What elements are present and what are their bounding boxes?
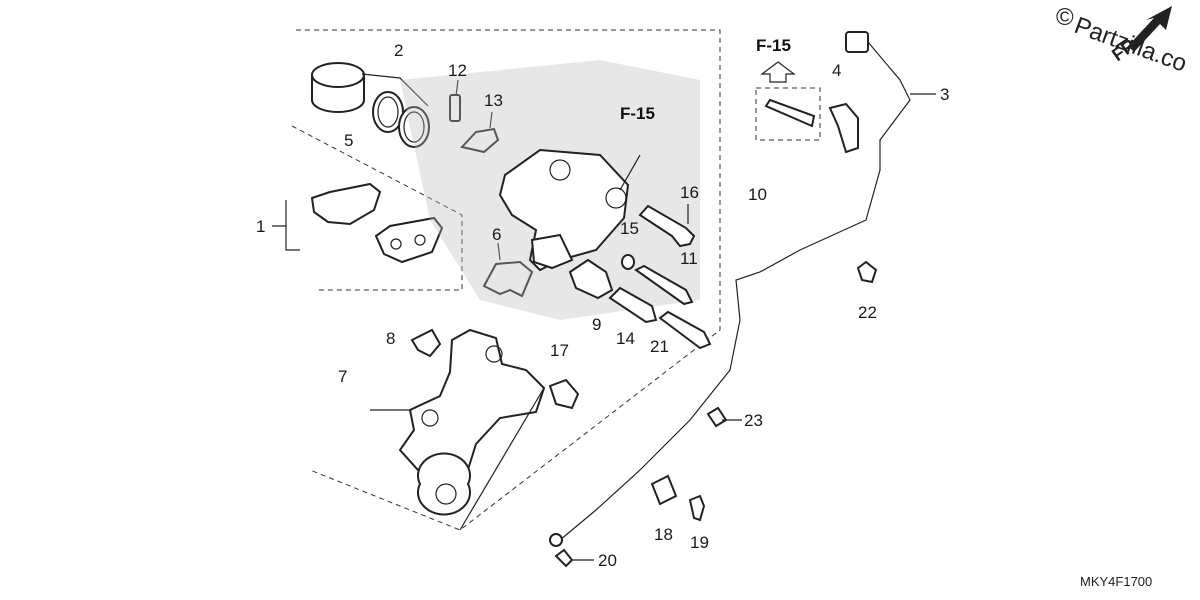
reference-label-f15-upper-left[interactable]: F-15 [620, 104, 655, 123]
small-bolt-part[interactable] [554, 548, 574, 568]
callout-12[interactable]: 12 [448, 61, 467, 80]
callout-15[interactable]: 15 [620, 219, 639, 238]
callout-7[interactable]: 7 [338, 367, 348, 386]
callout-3[interactable]: 3 [940, 85, 950, 104]
bushing-part[interactable] [548, 378, 580, 410]
caliper-pin-part[interactable] [638, 204, 696, 248]
callout-8[interactable]: 8 [386, 329, 396, 348]
callout-5[interactable]: 5 [344, 131, 354, 150]
callout-17[interactable]: 17 [550, 341, 569, 360]
sleeve-part[interactable] [608, 286, 658, 324]
callout-21[interactable]: 21 [650, 337, 669, 356]
callout-9[interactable]: 9 [592, 315, 602, 334]
pad-spring-part[interactable] [482, 260, 534, 298]
callout-19[interactable]: 19 [690, 533, 709, 552]
brake-pads-part[interactable] [310, 182, 444, 264]
arrow-up-icon [760, 61, 796, 83]
callout-11[interactable]: 11 [680, 249, 698, 268]
callout-23[interactable]: 23 [744, 411, 763, 430]
copyright-symbol: © [1056, 4, 1074, 31]
callout-1[interactable]: 1 [256, 217, 266, 236]
boot-part[interactable] [568, 258, 614, 300]
pin-bolt-part[interactable] [634, 264, 694, 306]
callout-20[interactable]: 20 [598, 551, 617, 570]
callout-4[interactable]: 4 [832, 61, 842, 80]
sensor-bracket-part[interactable] [764, 98, 859, 154]
wheel-speed-sensor-part[interactable] [549, 31, 911, 547]
washer-part[interactable] [621, 254, 635, 270]
cable-clip-part[interactable] [706, 406, 728, 428]
callout-13[interactable]: 13 [484, 91, 503, 110]
clamp-part[interactable] [856, 260, 878, 284]
plate-clip-part[interactable] [650, 474, 678, 506]
callout-14[interactable]: 14 [616, 329, 635, 348]
caliper-bracket-part[interactable] [398, 328, 546, 516]
pad-group-boundary [291, 125, 463, 291]
callout-2[interactable]: 2 [394, 41, 404, 60]
screw-part[interactable] [688, 494, 706, 522]
callout-18[interactable]: 18 [654, 525, 673, 544]
diagram-code: MKY4F1700 [1080, 574, 1153, 589]
mounting-bolt-part[interactable] [658, 310, 712, 350]
callout-6[interactable]: 6 [492, 225, 502, 244]
clip-part[interactable] [410, 328, 442, 358]
reference-label-f15-upper-right[interactable]: F-15 [756, 36, 791, 55]
callout-22[interactable]: 22 [858, 303, 877, 322]
callout-16[interactable]: 16 [680, 183, 699, 202]
piston-and-seals-part[interactable] [311, 62, 430, 148]
bleeder-valve-part[interactable] [449, 94, 500, 154]
front-direction-arrow-icon [1128, 6, 1172, 52]
assembly-boundary [296, 29, 721, 531]
callout-10[interactable]: 10 [748, 185, 767, 204]
